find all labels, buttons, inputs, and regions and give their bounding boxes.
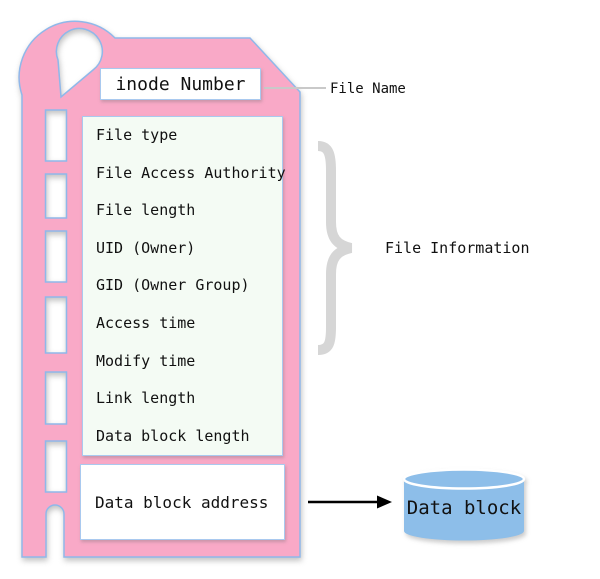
inode-number-box: inode Number	[100, 68, 261, 100]
file-information-label: File Information	[385, 239, 530, 257]
attribute-modify-time: Modify time	[96, 351, 196, 370]
data-block-label: Data block	[406, 497, 522, 519]
data-block-cylinder	[402, 468, 526, 541]
attribute-file-length: File length	[96, 201, 196, 220]
attribute-data-block-length: Data block length	[96, 426, 250, 445]
attribute-access-time: Access time	[96, 314, 196, 332]
attribute-link-length: Link length	[96, 389, 196, 408]
attribute-uid-owner: UID (Owner)	[96, 238, 196, 257]
file-attributes-box: File type File Access Authority File len…	[82, 116, 286, 456]
attribute-gid-owner-group: GID (Owner Group)	[96, 276, 250, 295]
data-block-address-box: Data block address	[80, 464, 285, 540]
attribute-file-access: File Access Authority	[96, 163, 286, 182]
data-block-address-label: Data block address	[95, 492, 269, 512]
file-information-brace	[317, 141, 353, 355]
file-name-label: File Name	[330, 81, 406, 97]
attribute-file-type: File type	[96, 126, 178, 145]
data-block-arrow	[308, 495, 392, 509]
inode-number-label: inode Number	[115, 73, 246, 95]
